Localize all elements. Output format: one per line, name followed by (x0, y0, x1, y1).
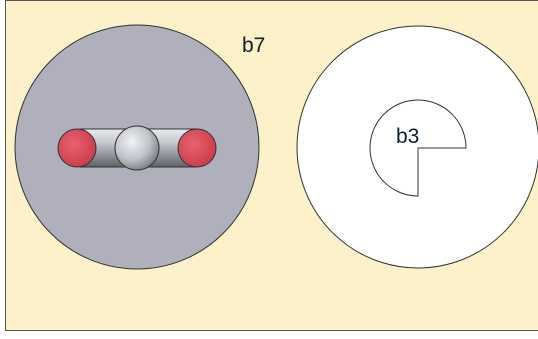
button-b3[interactable]: b3 (296, 25, 538, 269)
toggle-right-cap (177, 128, 217, 168)
button-b3-label: b3 (396, 125, 419, 148)
button-b7-label: b7 (242, 34, 265, 57)
toggle-switch-icon (57, 125, 217, 171)
toggle-left-cap (57, 128, 97, 168)
pie-cutout-icon (369, 99, 467, 197)
toggle-knob (114, 125, 160, 171)
button-b7[interactable]: b7 (14, 24, 265, 270)
